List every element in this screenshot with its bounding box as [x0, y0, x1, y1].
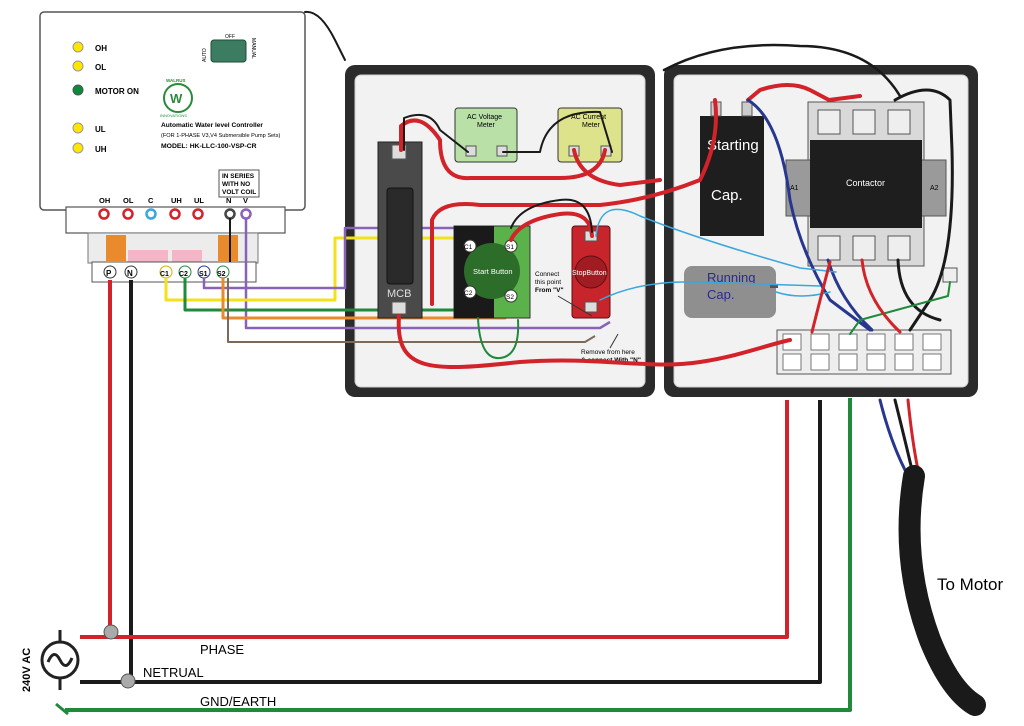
motor-cable: [878, 398, 986, 716]
contactor-a2: A2: [930, 185, 939, 192]
contactor: [785, 101, 947, 267]
svg-text:Remove from here: Remove from here: [581, 349, 635, 356]
walrus-logo: W WALRUS INNOVATIONS: [160, 78, 193, 118]
led-motor-on: [72, 84, 84, 96]
svg-text:C1: C1: [160, 271, 169, 278]
phase-label: PHASE: [200, 642, 244, 657]
mains-wires: [55, 280, 852, 716]
svg-text:INNOVATIONS: INNOVATIONS: [160, 113, 187, 118]
start-term-s2: S2: [506, 294, 514, 301]
series-note-3: VOLT COIL: [222, 189, 256, 196]
svg-text:OH: OH: [99, 196, 110, 205]
start-term-s1: S1: [506, 244, 514, 251]
svg-text:W: W: [170, 91, 183, 106]
voltage-meter-label-2: Meter: [477, 122, 496, 129]
switch-auto-label: AUTO: [202, 48, 208, 62]
led-oh: [72, 41, 84, 53]
earth-terminal: [942, 267, 958, 283]
top-terminal-labels: OH OL C UH UL N V: [99, 196, 248, 205]
led-uh: [72, 142, 84, 154]
controller-title: Automatic Water level Controller: [161, 122, 263, 129]
start-button[interactable]: [453, 225, 531, 319]
starting-capacitor: [700, 101, 764, 236]
start-button-label: Start Button: [473, 267, 513, 276]
starting-cap-label-2: Cap.: [711, 187, 743, 204]
svg-text:N: N: [226, 196, 231, 205]
led-label-oh: OH: [95, 44, 107, 53]
ac-voltage-meter: [454, 107, 518, 163]
svg-text:C: C: [148, 196, 154, 205]
neutral-label: NETRUAL: [143, 665, 204, 680]
stop-button[interactable]: [571, 225, 611, 319]
svg-text:UL: UL: [194, 196, 204, 205]
svg-text:this point: this point: [535, 279, 561, 286]
ac-source-icon: [40, 630, 80, 690]
to-motor-label: To Motor: [937, 575, 1003, 594]
led-ol: [72, 60, 84, 72]
series-note-box: [218, 169, 260, 198]
running-capacitor: [684, 266, 778, 318]
led-ul: [72, 122, 84, 134]
current-meter-label-2: Meter: [582, 122, 601, 129]
voltage-meter-label-1: AC Voltage: [467, 114, 502, 121]
svg-text:UH: UH: [171, 196, 182, 205]
series-note-1: IN SERIES: [222, 173, 255, 180]
start-term-c2: C2: [464, 290, 473, 297]
led-label-ol: OL: [95, 63, 106, 72]
svg-text:Connect: Connect: [535, 271, 559, 278]
switch-off-label: OFF: [225, 34, 235, 40]
switch-manual-label: MANUAL: [250, 38, 256, 59]
mcb-label: MCB: [387, 288, 411, 300]
earth-label: GND/EARTH: [200, 694, 276, 709]
mode-switch[interactable]: [210, 39, 247, 63]
svg-text:N: N: [127, 269, 133, 278]
svg-text:C2: C2: [179, 271, 188, 278]
current-meter-label-1: AC Current: [571, 114, 606, 121]
controller-subtitle: (FOR 1-PHASE V3,V4 Submersible Pump Sets…: [161, 133, 281, 139]
controller-model: MODEL: HK-LLC-100-VSP-CR: [161, 143, 257, 150]
stop-button-label: StopButton: [572, 270, 607, 277]
contactor-a1: A1: [790, 185, 799, 192]
svg-text:S1: S1: [199, 271, 208, 278]
series-note-2: WITH NO: [222, 181, 250, 188]
svg-text:S2: S2: [217, 271, 226, 278]
svg-text:WALRUS: WALRUS: [166, 78, 186, 83]
svg-text:P: P: [106, 269, 112, 278]
note-connect: Connect this point From "V": [535, 271, 593, 317]
svg-text:From "V": From "V": [535, 287, 564, 294]
led-label-ul: UL: [95, 125, 106, 134]
led-label-uh: UH: [95, 145, 107, 154]
panel-wires: [304, 10, 954, 370]
phase-junction: [103, 624, 119, 640]
running-cap-label-2: Cap.: [707, 287, 734, 302]
led-label-motor-on: MOTOR ON: [95, 87, 139, 96]
svg-text:OL: OL: [123, 196, 134, 205]
starting-cap-label-1: Starting: [707, 137, 759, 154]
terminal-block: [776, 329, 952, 375]
svg-text:V: V: [243, 196, 248, 205]
start-term-c1: C1: [464, 244, 473, 251]
bottom-terminals: P N C1 C2 S1 S2: [103, 265, 230, 279]
neutral-junction: [120, 673, 136, 689]
running-cap-label-1: Running: [707, 270, 755, 285]
contactor-label: Contactor: [846, 178, 885, 188]
supply-voltage-label: 240V AC: [21, 648, 33, 692]
